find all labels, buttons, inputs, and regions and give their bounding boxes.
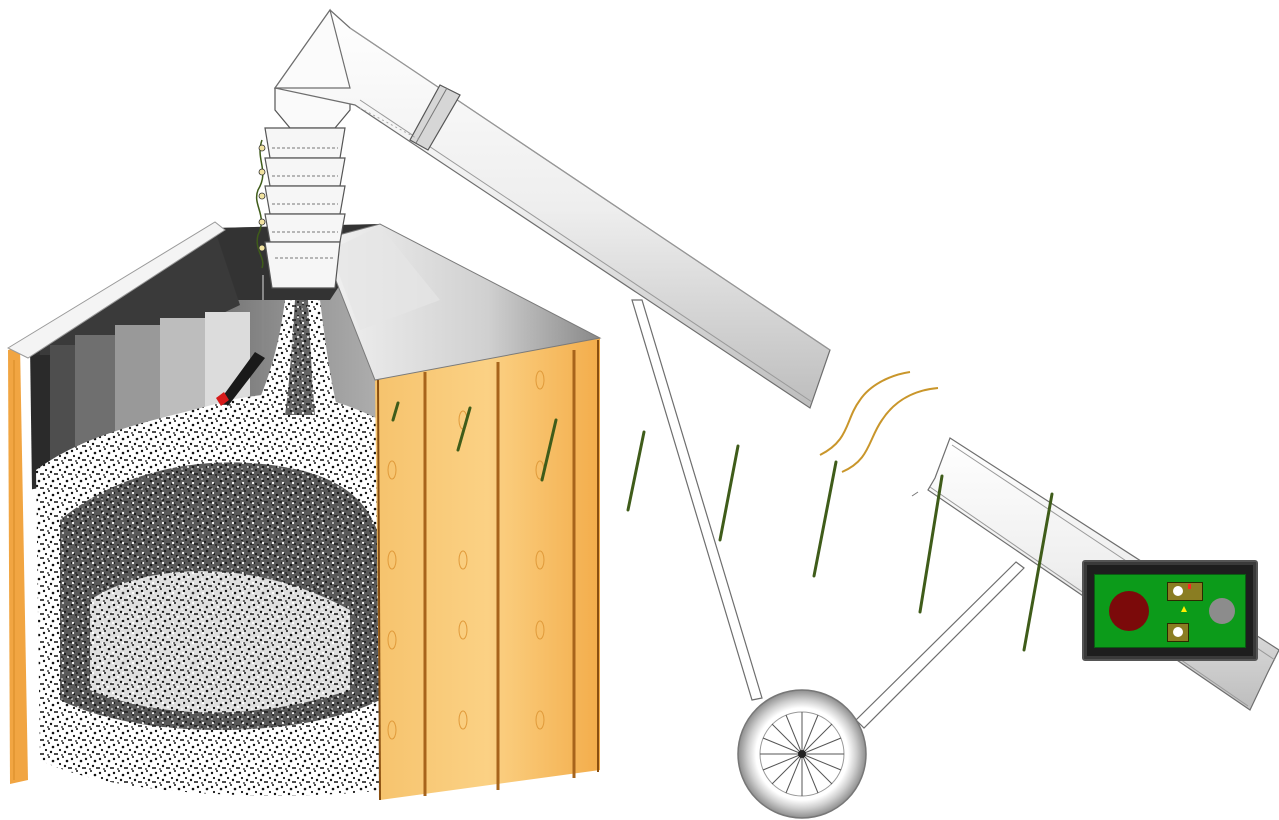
stop-button[interactable] xyxy=(1109,591,1149,631)
hopper-spout xyxy=(257,88,350,288)
bin-wall-front xyxy=(375,338,600,800)
toggle-switch-icon xyxy=(1173,627,1183,637)
vibration-dash xyxy=(912,492,918,496)
control-panel xyxy=(1082,560,1258,661)
transport-wheel xyxy=(738,690,866,818)
yellow-arrow-icon xyxy=(1181,606,1187,612)
control-board xyxy=(1094,574,1246,648)
power-switch[interactable] xyxy=(1167,582,1203,601)
red-indicator-icon xyxy=(1188,584,1191,589)
toggle-switch-icon xyxy=(1173,586,1183,596)
grain-pile xyxy=(36,394,385,796)
tube-break-lines xyxy=(820,372,938,472)
direction-switch[interactable] xyxy=(1167,623,1189,642)
speed-knob[interactable] xyxy=(1209,598,1235,624)
